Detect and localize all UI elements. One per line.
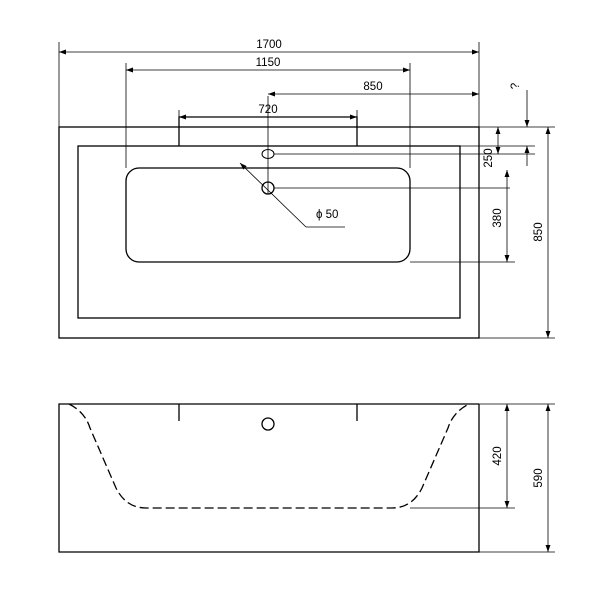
label-380: 380: [492, 208, 504, 227]
label-question: ?: [510, 83, 522, 89]
label-1700: 1700: [256, 39, 282, 51]
plan-view: 1700 1150 850 720 ? 250 380 850 ϕ 50: [58, 39, 555, 339]
tub-outer-rim: [58, 126, 480, 339]
label-1150: 1150: [256, 57, 281, 69]
overflow-fitting: [261, 417, 275, 431]
label-250: 250: [483, 148, 495, 167]
tub-body-outline: [58, 403, 480, 553]
elevation-view: 420 590: [58, 403, 555, 553]
drain-leader-line: [239, 162, 307, 228]
label-590: 590: [533, 468, 545, 487]
tub-inner-profile: [68, 403, 470, 509]
label-420: 420: [492, 446, 504, 465]
label-850-horizontal: 850: [363, 81, 382, 93]
label-drain-diameter: ϕ 50: [316, 209, 338, 221]
label-850-vertical: 850: [533, 222, 545, 241]
label-720: 720: [258, 104, 277, 116]
tub-inner-rim: [77, 145, 461, 319]
